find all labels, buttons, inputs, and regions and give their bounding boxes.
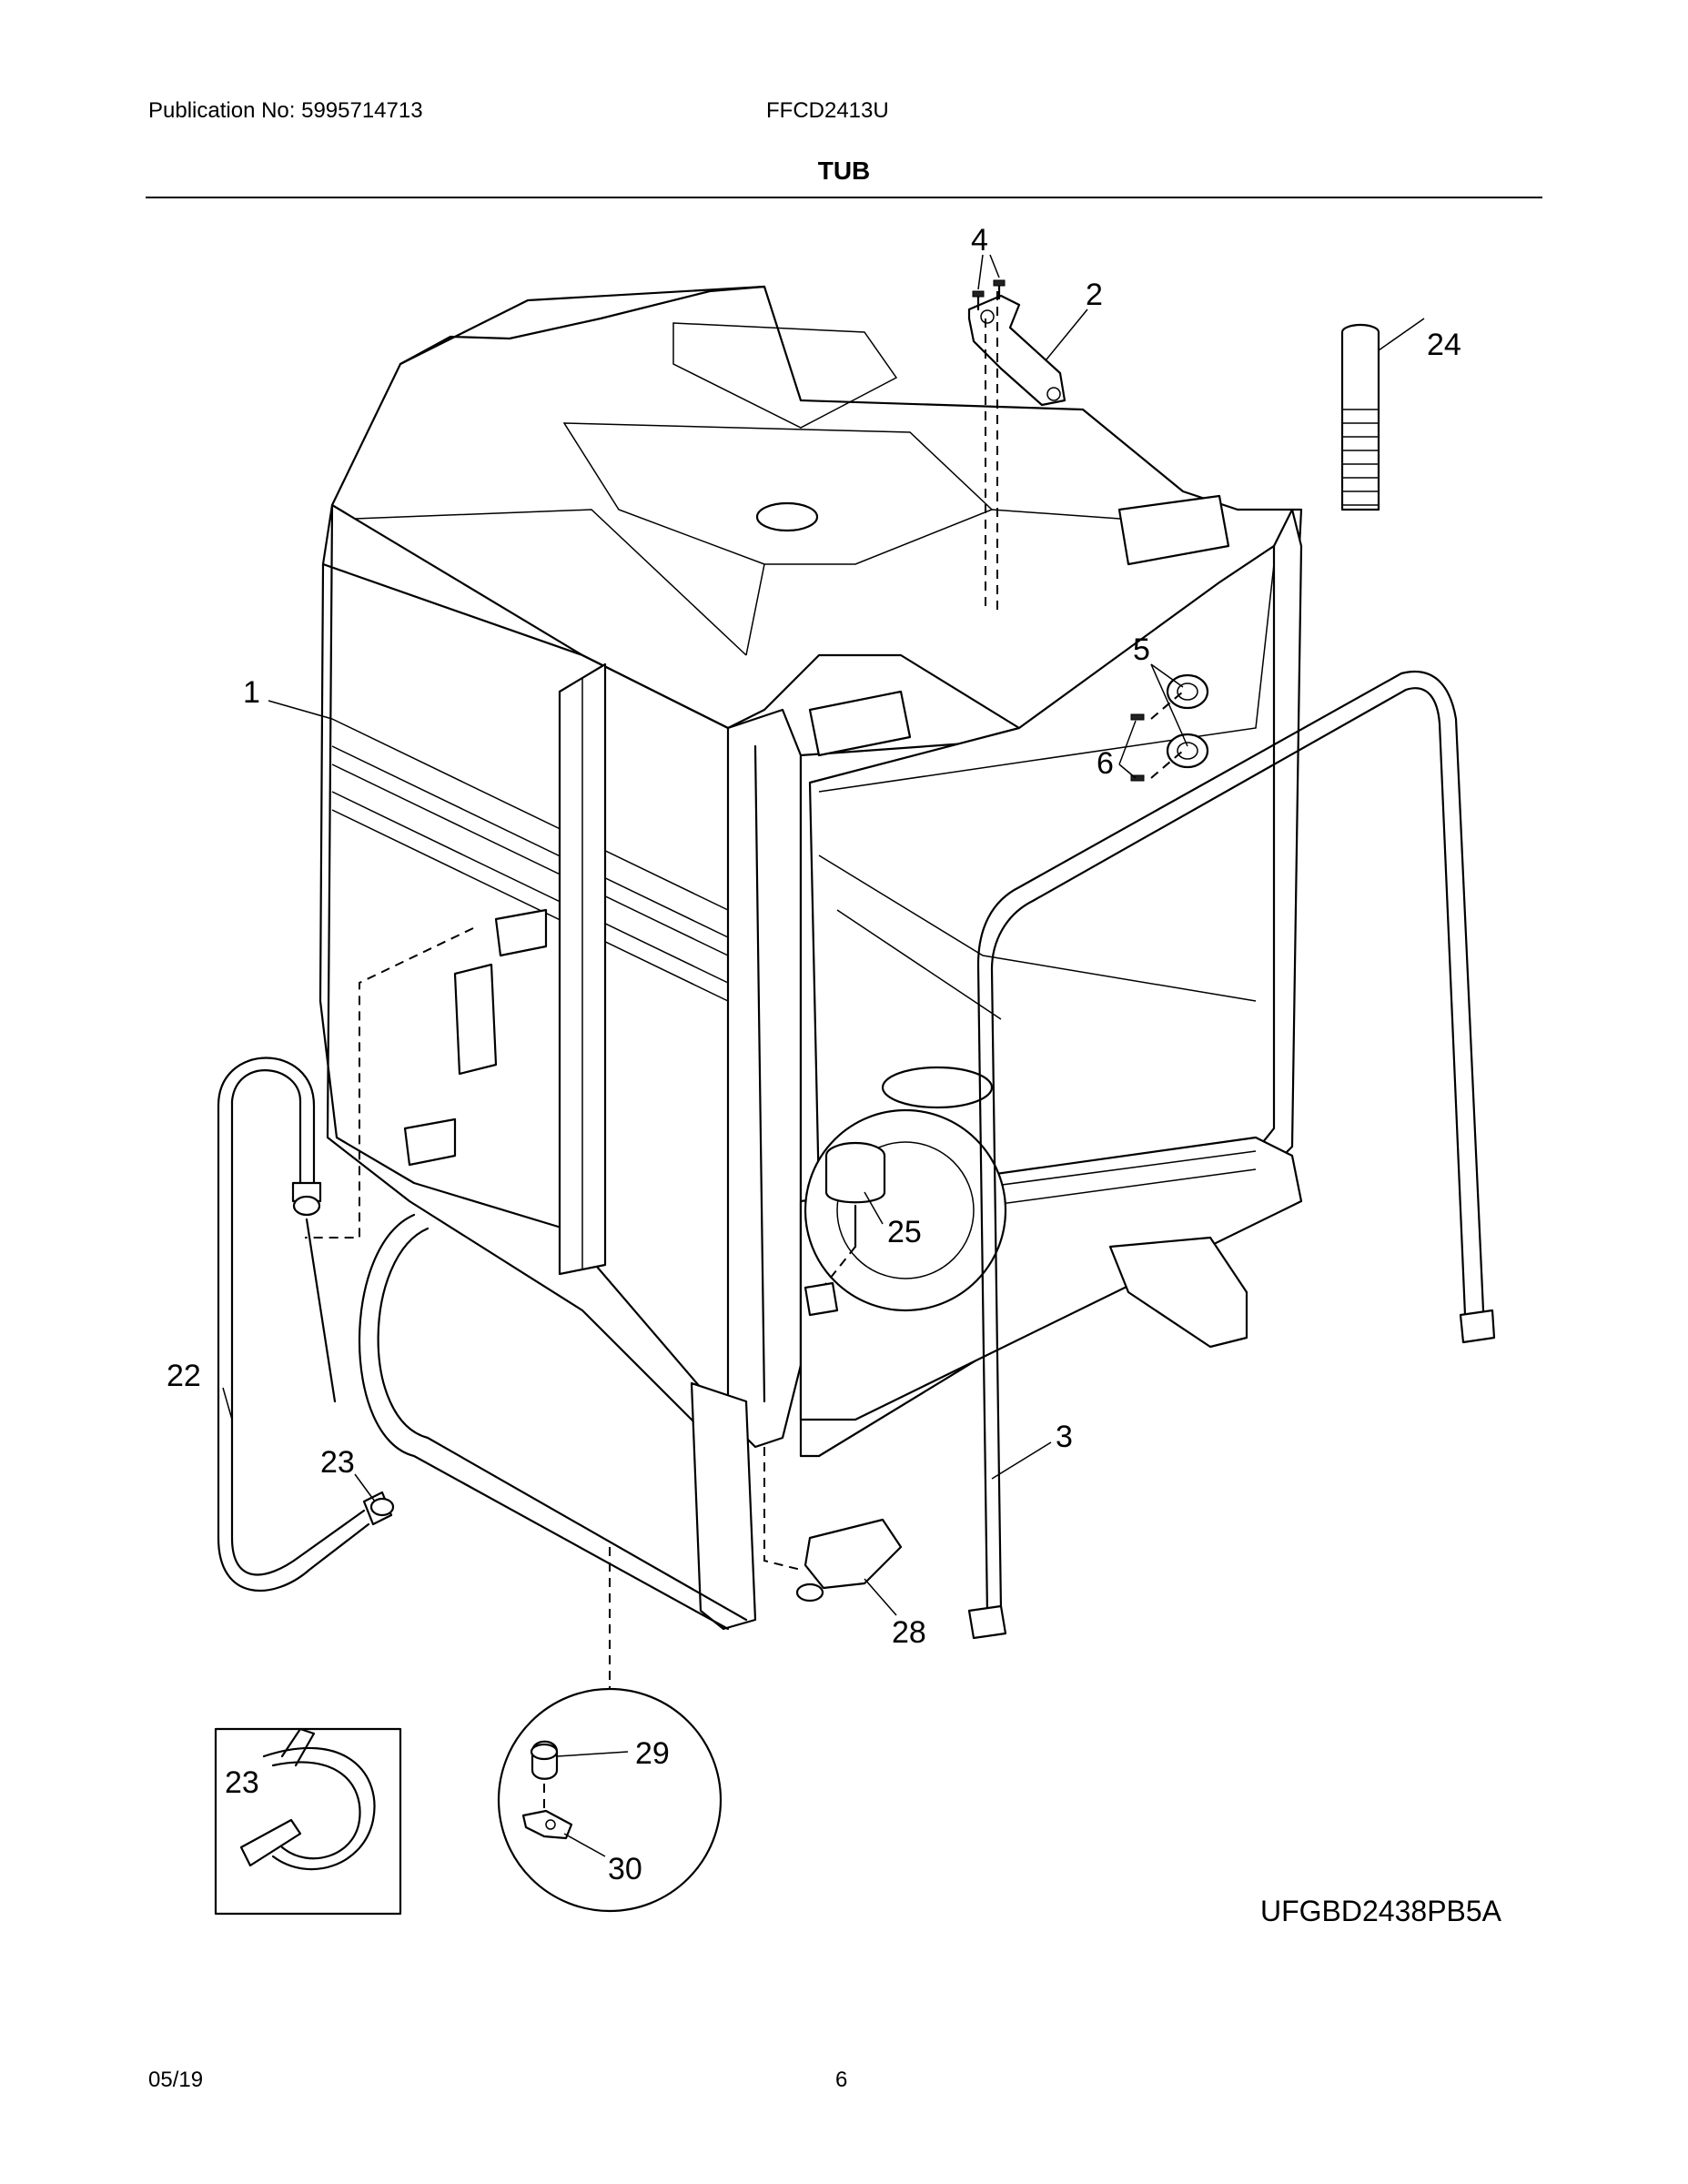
- tub-assembly: [305, 285, 1303, 1631]
- callout-4: 4: [971, 223, 988, 258]
- leader-lines: [222, 254, 1425, 1857]
- page-number: 6: [835, 2068, 848, 2092]
- part-22-drain-hose: [217, 1057, 393, 1592]
- part-24-hose: [1340, 323, 1380, 511]
- callout-28: 28: [892, 1615, 926, 1650]
- callout-23-hose: 23: [320, 1445, 355, 1480]
- part-2-bracket: [967, 279, 1066, 610]
- callout-2: 2: [1086, 278, 1103, 312]
- callout-22: 22: [167, 1359, 201, 1393]
- callout-1: 1: [243, 675, 260, 710]
- callout-3: 3: [1056, 1420, 1073, 1454]
- part-5-6-grommets: [1130, 673, 1209, 782]
- callout-30: 30: [608, 1852, 642, 1886]
- detail-29-30: [497, 1547, 723, 1913]
- publication-number: Publication No: 5995714713: [148, 98, 423, 123]
- callout-labels: 4 2 24 1 5 6 22 23 25 3 28 23 29 30: [167, 223, 1461, 1886]
- callout-24: 24: [1427, 328, 1461, 362]
- callout-25: 25: [887, 1215, 922, 1249]
- diagram-code: UFGBD2438PB5A: [1260, 1895, 1502, 1927]
- callout-29: 29: [635, 1736, 670, 1771]
- part-25-float: [804, 1141, 886, 1317]
- callout-23-inset: 23: [225, 1765, 259, 1800]
- model-number: FFCD2413U: [766, 98, 889, 123]
- title-divider: [146, 197, 1542, 198]
- footer-date: 05/19: [148, 2068, 204, 2092]
- callout-6: 6: [1097, 746, 1114, 781]
- section-title: TUB: [817, 157, 871, 185]
- callout-5: 5: [1133, 632, 1150, 667]
- part-28-switch: [763, 1447, 903, 1603]
- part-3-gasket: [967, 671, 1496, 1640]
- part-23-clamps: [214, 1195, 402, 1916]
